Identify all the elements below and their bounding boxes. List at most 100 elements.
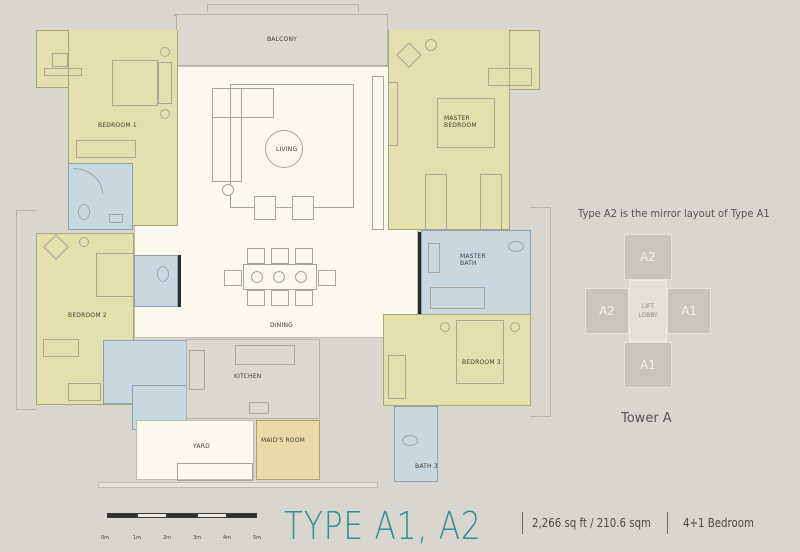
key-unit-right[interactable]: A1 [667, 288, 711, 334]
scale-label: 4m [223, 535, 232, 541]
bed [437, 98, 495, 148]
shower-door-icon [73, 168, 103, 194]
wall-partition [418, 232, 421, 316]
bedroom-count: 4+1 Bedroom [683, 516, 754, 530]
bath-3-label: BATH 3 [415, 463, 438, 470]
lamp-icon [160, 109, 170, 119]
key-unit-bottom[interactable]: A1 [624, 342, 672, 388]
stove-icon [189, 350, 205, 390]
kitchen: KITCHEN [186, 339, 320, 419]
master-bedroom-label: MASTER BEDROOM [444, 115, 477, 129]
dining-chair [295, 290, 313, 306]
key-unit-top[interactable]: A2 [624, 234, 672, 280]
dining-chair [247, 290, 265, 306]
dining-table [243, 264, 317, 290]
bedroom-3-label: BEDROOM 3 [462, 359, 501, 366]
bed [96, 253, 134, 297]
dining-chair [271, 248, 289, 264]
tower-label: Tower A [621, 411, 672, 426]
lamp-icon [425, 39, 437, 51]
side-table [222, 184, 234, 196]
balcony-room: BALCONY [176, 14, 388, 66]
scale-segment [107, 513, 137, 518]
wardrobe [480, 174, 502, 230]
plate-icon [251, 271, 263, 283]
bathroom-1 [68, 163, 133, 230]
balcony-railing [207, 4, 359, 12]
nightstand [158, 62, 172, 104]
powder-room [134, 255, 178, 307]
bedroom-2 [36, 233, 134, 405]
plate-icon [295, 271, 307, 283]
yard-counter [177, 463, 253, 481]
scale-label: 3m [193, 535, 202, 541]
tv-unit [388, 82, 398, 146]
scale-segment [137, 513, 167, 518]
scale-label: 0m [101, 535, 110, 541]
wardrobe [76, 140, 136, 158]
bathroom-3: BATH 3 [394, 406, 438, 482]
balcony-label: BALCONY [266, 36, 298, 43]
dining-chair [247, 248, 265, 264]
scale-segment [197, 513, 227, 518]
scale-segment [167, 513, 197, 518]
chair [52, 53, 68, 67]
coffee-table [265, 130, 303, 168]
floor-plan: BALCONY BEDROOM 1 BEDROOM 2 DINING [16, 4, 551, 488]
wardrobe [68, 383, 101, 401]
key-unit-left[interactable]: A2 [585, 288, 629, 334]
bedroom-2-label: BEDROOM 2 [68, 312, 107, 319]
counter [235, 345, 295, 365]
planter-ledge [531, 207, 551, 417]
sofa [212, 88, 242, 182]
bedroom-1-label: BEDROOM 1 [98, 122, 137, 129]
bedroom-3 [383, 314, 531, 406]
dining-label: DINING [270, 322, 293, 329]
yard-label: YARD [193, 443, 210, 450]
scale-label: 2m [163, 535, 172, 541]
wardrobe [425, 174, 447, 230]
master-bedroom [388, 30, 510, 230]
sink-icon [109, 214, 123, 223]
vanity-icon [428, 243, 440, 273]
master-bath: MASTER BATH [421, 230, 531, 318]
toilet-icon [78, 204, 90, 220]
dining-chair [224, 270, 242, 286]
dining-chair [318, 270, 336, 286]
kitchen-label: KITCHEN [234, 373, 262, 380]
lamp-icon [79, 237, 89, 247]
yard: YARD [136, 420, 254, 481]
toilet-icon [402, 435, 418, 446]
toilet-icon [508, 241, 524, 252]
lamp-icon [510, 322, 520, 332]
scale-segment [227, 513, 257, 518]
divider [667, 512, 668, 534]
tv-console [372, 76, 384, 230]
outer-wall [98, 482, 378, 488]
scale-label: 5m [253, 535, 262, 541]
divider [522, 512, 523, 534]
maids-room-label: MAID'S ROOM [261, 437, 306, 444]
bathtub-icon [430, 287, 485, 309]
living-label: LIVING [276, 146, 298, 153]
dining-chair [271, 290, 289, 306]
lamp-icon [440, 322, 450, 332]
mirror-layout-note: Type A2 is the mirror layout of Type A1 [578, 207, 770, 220]
master-bath-label: MASTER BATH [460, 253, 486, 267]
unit-type-title: TYPE A1, A2 [284, 504, 482, 548]
desk [488, 68, 532, 86]
lamp-icon [160, 47, 170, 57]
plate-icon [273, 271, 285, 283]
maids-room: MAID'S ROOM [256, 420, 320, 480]
dining-chair [295, 248, 313, 264]
planter-ledge [16, 210, 36, 410]
armchair [254, 196, 276, 220]
wardrobe [43, 339, 79, 357]
bed [456, 320, 504, 384]
area-info: 2,266 sq ft / 210.6 sqm [532, 516, 651, 530]
wardrobe [388, 355, 406, 399]
armchair [292, 196, 314, 220]
bed [112, 60, 158, 106]
toilet-icon [157, 266, 169, 282]
